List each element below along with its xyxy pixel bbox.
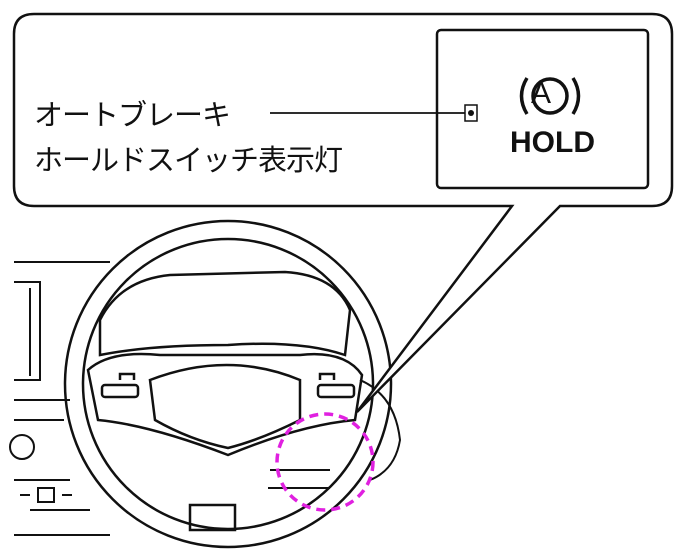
indicator-symbol: A [531,77,552,110]
auto-brake-hold-icon [519,77,581,115]
indicator-panel [435,28,650,190]
dashboard [9,261,402,536]
indicator-hold-text: HOLD [510,126,595,159]
switch-highlight [275,412,375,512]
label-line-2: ホールドスイッチ表示灯 [34,143,343,177]
steering-wheel [63,219,393,549]
label-line-1: オートブレーキ [34,98,231,132]
